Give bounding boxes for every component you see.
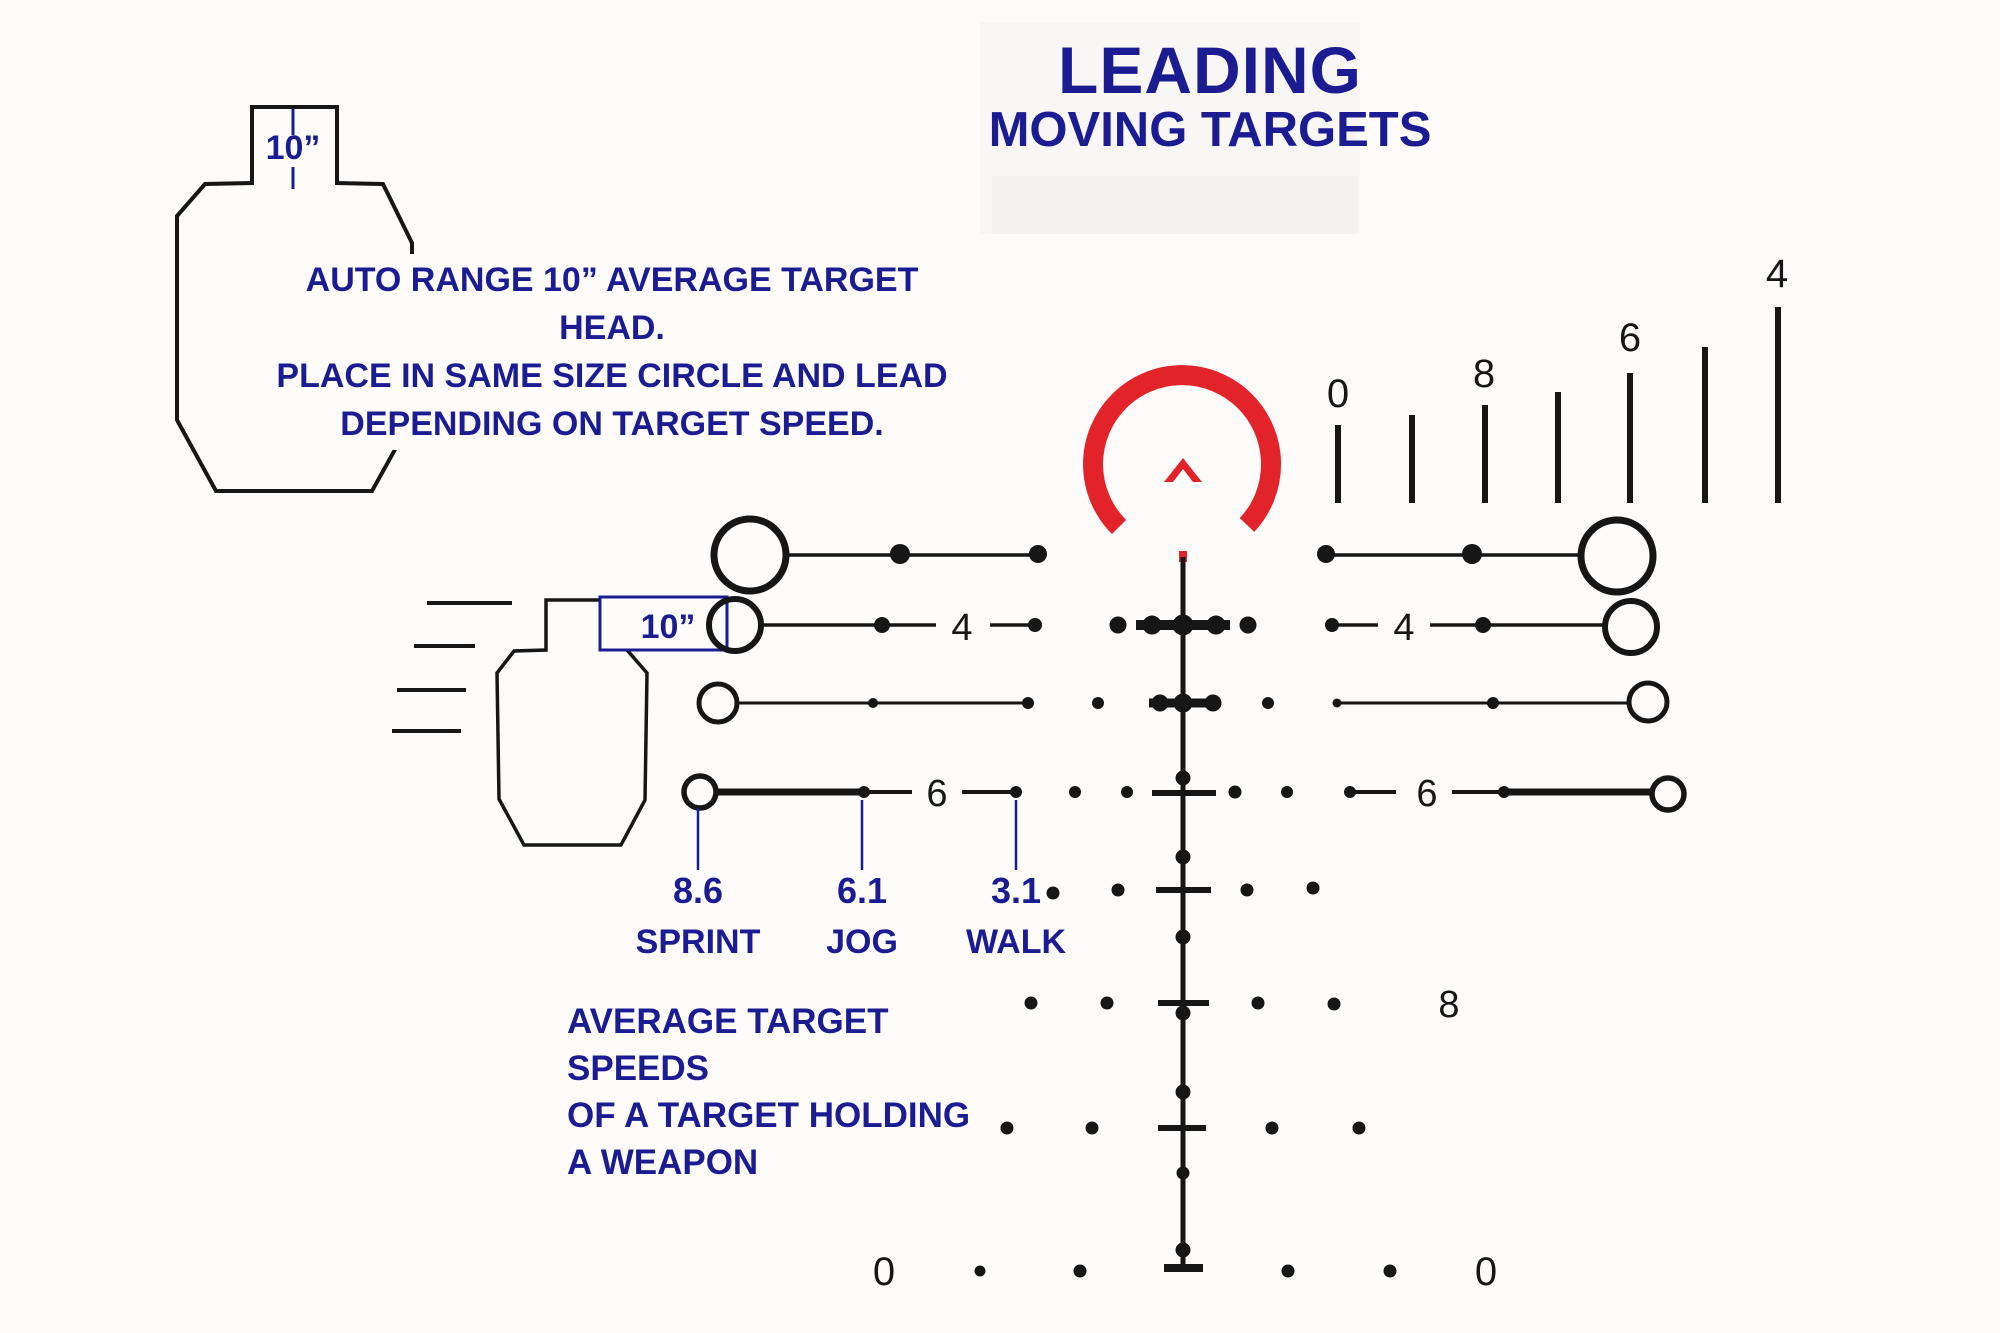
- red-horseshoe: [1083, 365, 1281, 562]
- right-low-label: 6: [1416, 773, 1437, 815]
- speed-name-walk: WALK: [965, 923, 1067, 961]
- top-range-scale-bars: [1335, 307, 1781, 503]
- auto-range-instructions: AUTO RANGE 10” AVERAGE TARGET HEAD. PLAC…: [254, 254, 970, 450]
- page-title: LEADING: [1058, 33, 1362, 107]
- instruction-line: PLACE IN SAME SIZE CIRCLE AND LEAD: [276, 357, 948, 395]
- speed-value-jog: 6.1: [836, 870, 888, 911]
- lead-row-left-2: [706, 596, 1042, 654]
- speed-leader-lines: [696, 800, 1018, 870]
- center-post: [974, 557, 1397, 1278]
- right-mid-label: 4: [1393, 607, 1414, 649]
- note-line: OF A TARGET HOLDING: [567, 1096, 971, 1135]
- lead-row-right-3: [1262, 680, 1670, 724]
- bottom-right-label: 0: [1475, 1250, 1497, 1294]
- lead-measure-label: 10”: [641, 608, 696, 646]
- speed-value-sprint: 8.6: [672, 870, 724, 911]
- red-chevron: [1164, 458, 1202, 482]
- lead-measure-box: 10”: [598, 595, 729, 652]
- left-low-label: 6: [926, 773, 947, 815]
- background-patches: [980, 22, 1360, 234]
- lead-row-right-4: [1281, 775, 1687, 813]
- top-scale-label-0: 0: [1327, 372, 1349, 416]
- lead-row-right-1: [1317, 516, 1657, 596]
- static-target-silhouette: [175, 105, 414, 493]
- head-measure-label: 10”: [266, 129, 321, 167]
- lead-row-right-2: [1325, 598, 1660, 656]
- top-scale-label-4: 4: [1766, 252, 1788, 296]
- lower-right-label: 8: [1438, 984, 1459, 1026]
- instruction-line: AUTO RANGE 10” AVERAGE TARGET HEAD.: [305, 261, 919, 347]
- note-line: AVERAGE TARGET SPEEDS: [567, 1002, 889, 1088]
- speed-name-jog: JOG: [826, 923, 898, 961]
- instruction-line: DEPENDING ON TARGET SPEED.: [340, 405, 884, 443]
- speed-name-sprint: SPRINT: [635, 923, 761, 961]
- page-subtitle: MOVING TARGETS: [988, 103, 1432, 157]
- note-line: A WEAPON: [567, 1143, 759, 1182]
- top-scale-label-6: 6: [1619, 316, 1641, 360]
- lead-row-left-4: [681, 773, 1133, 811]
- lead-row-left-3: [696, 681, 1104, 725]
- top-scale-label-8: 8: [1473, 352, 1495, 396]
- left-mid-label: 4: [951, 607, 972, 649]
- bottom-left-label: 0: [873, 1250, 895, 1294]
- motion-speed-lines: [392, 601, 512, 733]
- speed-value-walk: 3.1: [990, 870, 1042, 911]
- average-speeds-note: AVERAGE TARGET SPEEDS OF A TARGET HOLDIN…: [567, 998, 1007, 1186]
- lead-row-left-1: [710, 515, 1047, 595]
